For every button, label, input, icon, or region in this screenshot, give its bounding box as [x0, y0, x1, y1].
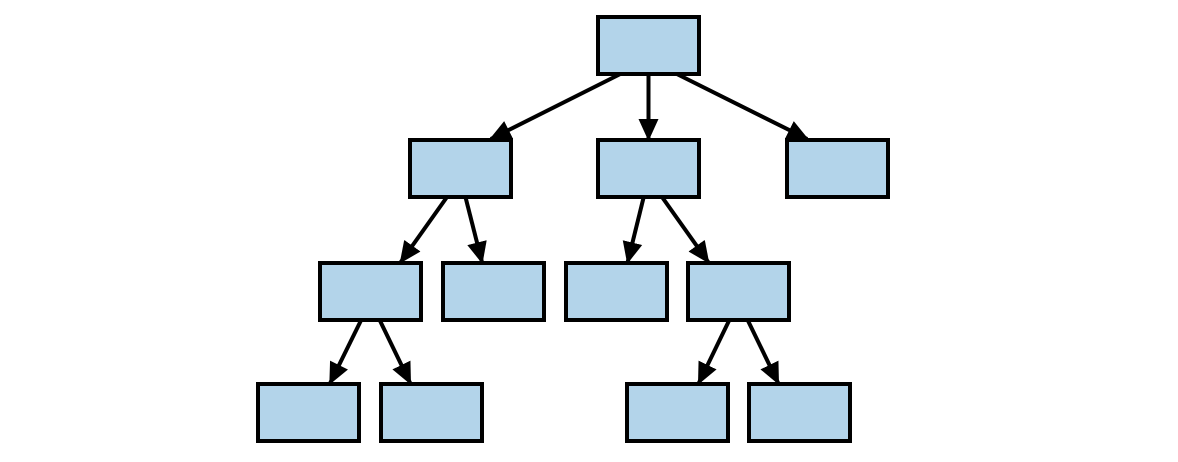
edge-l2-a-to-l3-a: [328, 319, 363, 385]
edge-l2-d-to-l3-c: [697, 319, 732, 385]
node-l2-b: [441, 261, 546, 322]
edge-l2-a-to-l3-b: [377, 319, 412, 385]
edge-root-to-l1-right: [675, 72, 809, 141]
node-l1-left: [408, 138, 513, 199]
node-l3-b: [379, 382, 484, 443]
node-l2-c: [564, 261, 669, 322]
edges-layer: [328, 72, 809, 385]
node-l2-d: [686, 261, 791, 322]
node-root: [596, 15, 701, 76]
edge-l1-left-to-l2-b: [463, 196, 487, 264]
node-l1-middle: [596, 138, 701, 199]
nodes-layer: [256, 15, 890, 443]
edge-root-to-l1-left: [489, 72, 622, 141]
edge-l2-d-to-l3-d: [745, 319, 780, 385]
edge-l1-middle-to-l2-d: [660, 195, 710, 264]
edge-l1-middle-to-l2-c: [622, 196, 646, 264]
edge-l1-left-to-l2-a: [399, 195, 449, 264]
node-l1-right: [785, 138, 890, 199]
node-l3-a: [256, 382, 361, 443]
node-l3-c: [625, 382, 730, 443]
node-l2-a: [318, 261, 423, 322]
node-l3-d: [747, 382, 852, 443]
